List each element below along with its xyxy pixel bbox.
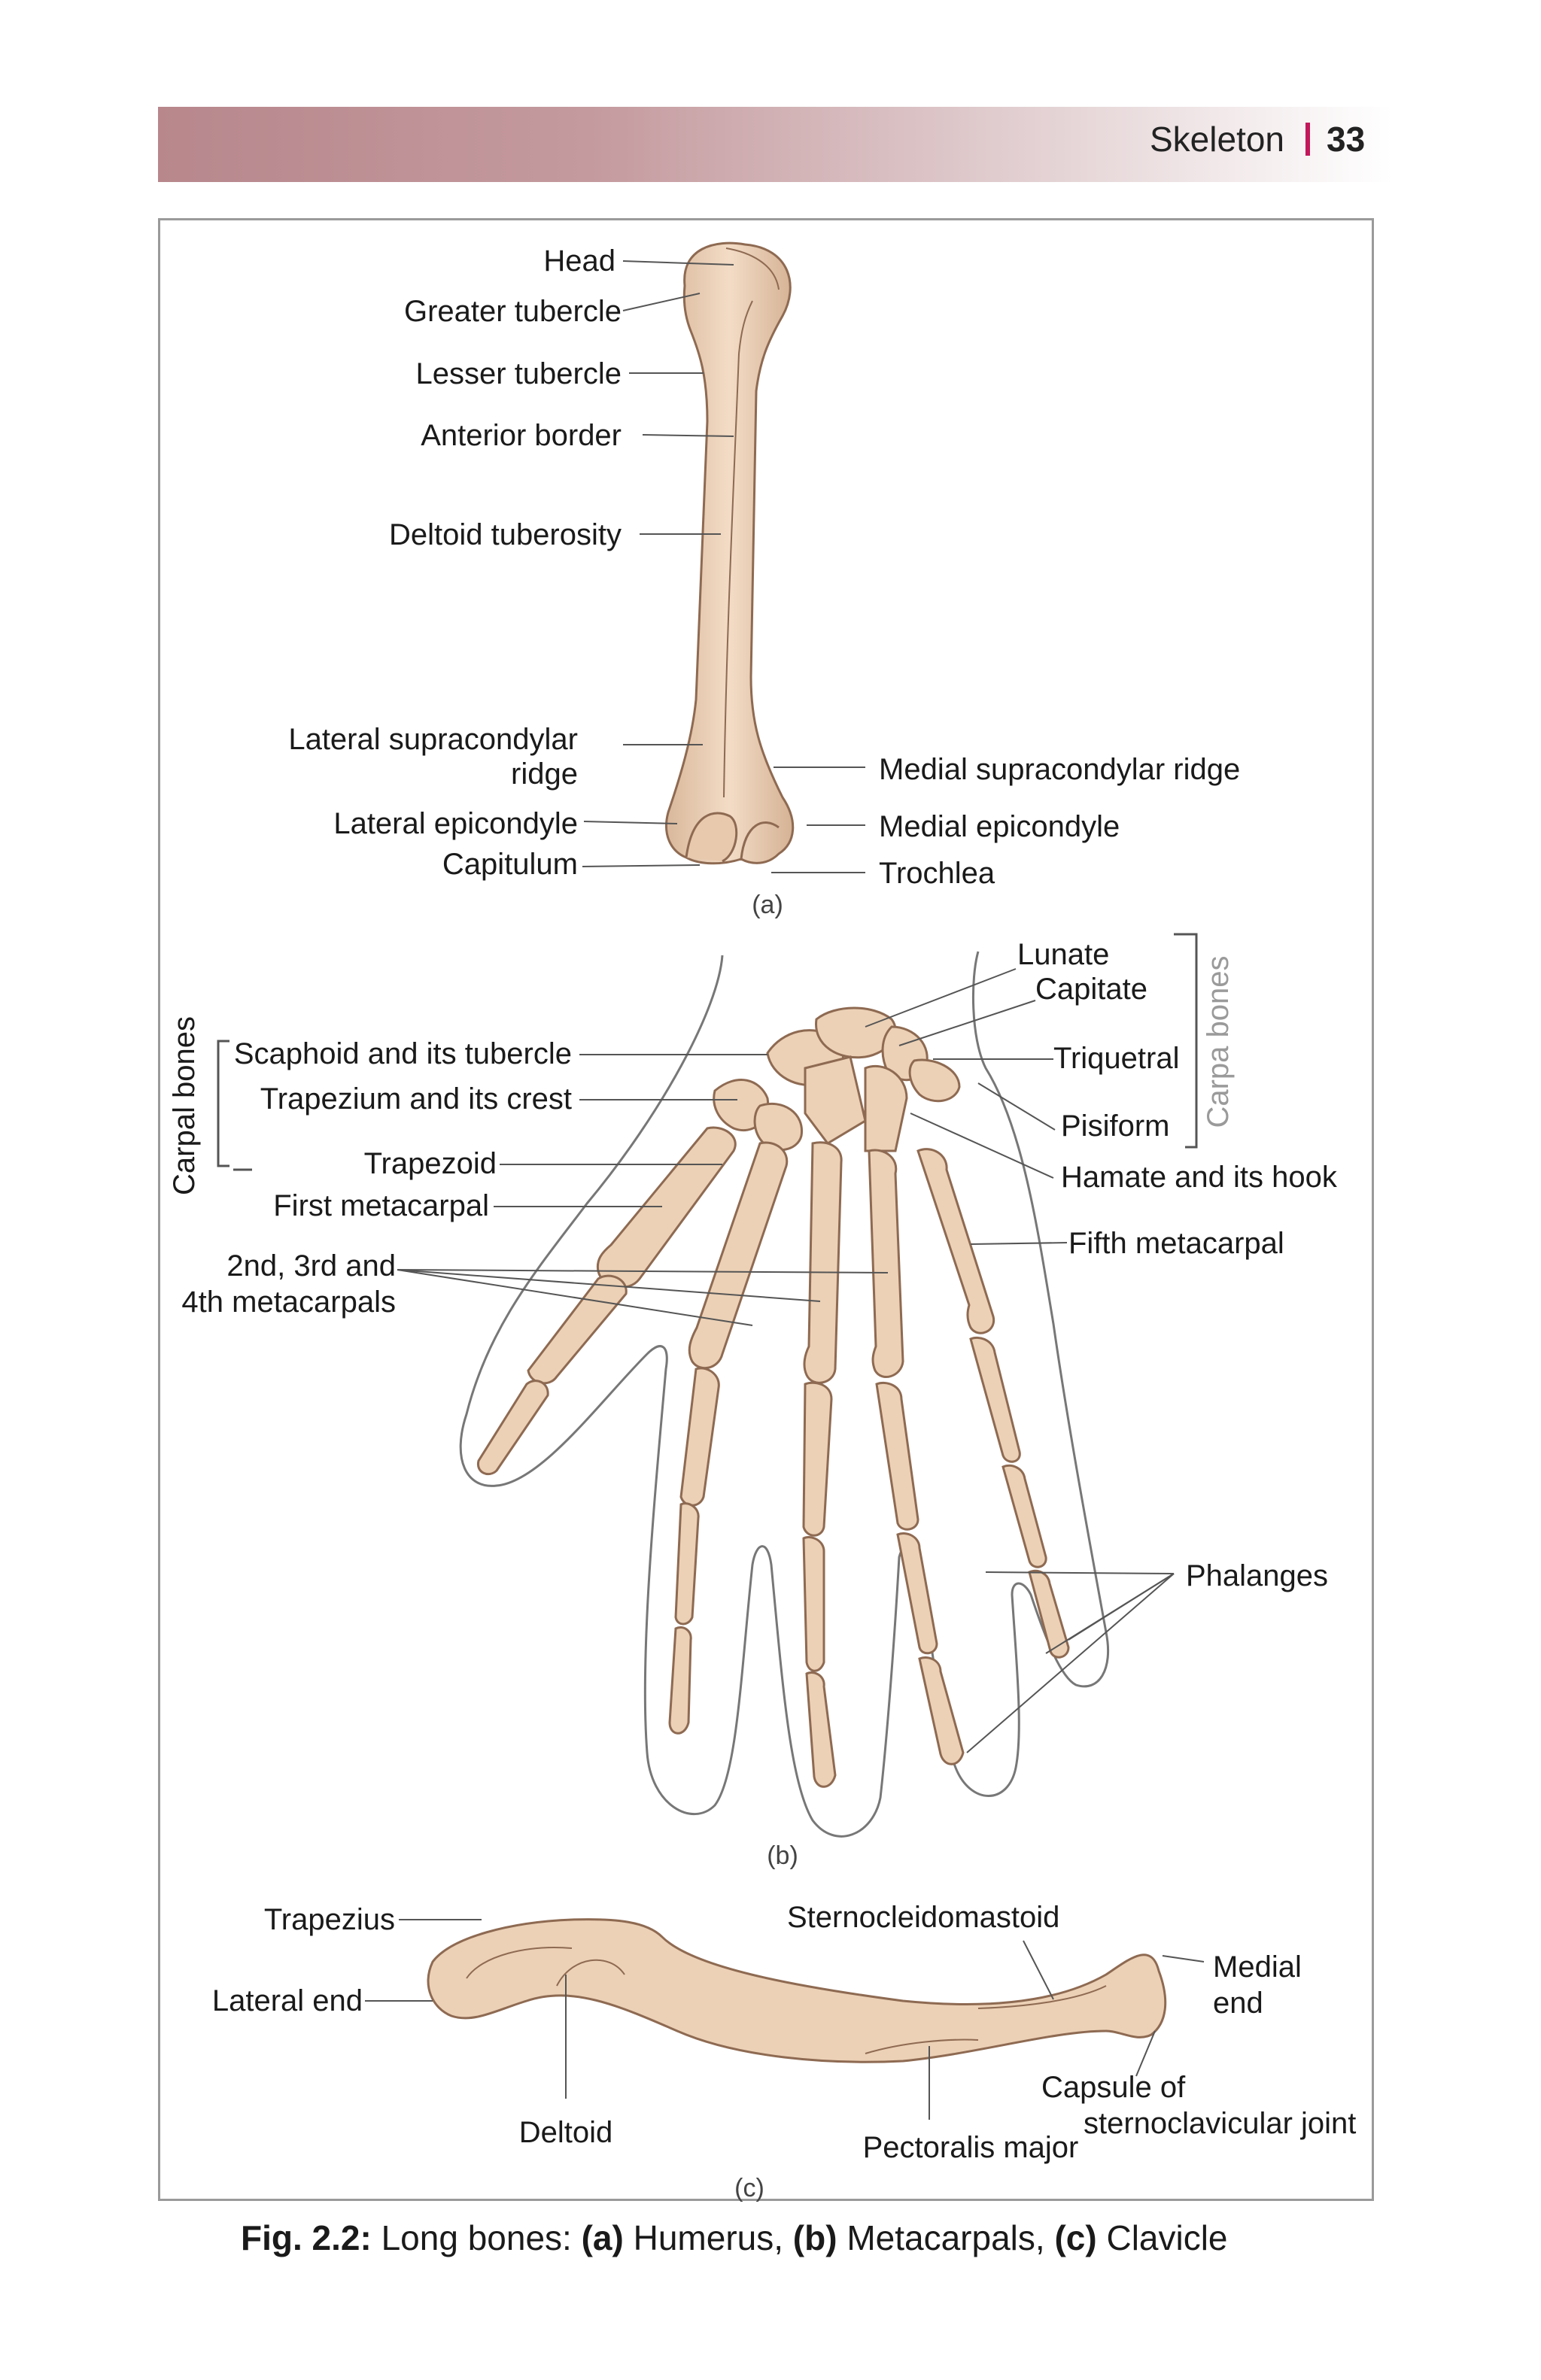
label-hamate: Hamate and its hook: [1061, 1161, 1338, 1194]
label-medial-supracondylar-ridge: Medial supracondylar ridge: [879, 753, 1240, 786]
label-trapezium: Trapezium and its crest: [260, 1082, 572, 1116]
caption-a: (a): [581, 2218, 624, 2257]
label-carpal-bones-left: Carpal bones: [168, 1016, 201, 1195]
running-head: Skeleton 33: [1150, 119, 1365, 159]
label-fifth-metacarpal: Fifth metacarpal: [1068, 1227, 1284, 1260]
section-title: Skeleton: [1150, 120, 1285, 159]
figure-caption: Fig. 2.2: Long bones: (a) Humerus, (b) M…: [241, 2218, 1228, 2258]
label-lateral-supracondylar-line2: ridge: [511, 757, 578, 791]
label-capsule-line1: Capsule of: [1041, 2071, 1186, 2104]
label-trapezius: Trapezius: [264, 1903, 395, 1936]
label-capitulum: Capitulum: [442, 848, 578, 881]
label-capsule-line2: sternoclavicular joint: [1084, 2107, 1356, 2140]
label-lunate: Lunate: [1017, 938, 1109, 971]
label-lateral-epicondyle: Lateral epicondyle: [333, 807, 578, 840]
figure-frame: [158, 218, 1374, 2201]
caption-text-3: Metacarpals,: [837, 2218, 1055, 2257]
caption-text-4: Clavicle: [1096, 2218, 1228, 2257]
label-scaphoid: Scaphoid and its tubercle: [234, 1037, 572, 1070]
label-triquetral: Triquetral: [1053, 1042, 1179, 1075]
header-separator: [1305, 123, 1311, 156]
humerus-leaders: [582, 260, 865, 873]
hand-skin-outline: [459, 951, 1110, 1838]
hand-leaders: [397, 968, 1175, 1753]
subpanel-a: (a): [752, 891, 783, 919]
label-carpal-bones-right: Carpa bones: [1202, 955, 1235, 1128]
hand-bones: [476, 1006, 1070, 1788]
label-pectoralis-major: Pectoralis major: [863, 2131, 1079, 2164]
humerus-bone: [665, 241, 795, 865]
caption-c: (c): [1054, 2218, 1097, 2257]
label-metacarpals-line1: 2nd, 3rd and: [226, 1249, 396, 1283]
label-metacarpals-line2: 4th metacarpals: [181, 1286, 396, 1319]
label-deltoid: Deltoid: [519, 2116, 613, 2149]
label-anterior-border: Anterior border: [421, 419, 622, 452]
label-sternocleidomastoid: Sternocleidomastoid: [787, 1901, 1059, 1934]
carpal-bracket-left: [217, 1040, 252, 1171]
clavicle-bone: [427, 1918, 1167, 2063]
label-lateral-supracondylar-line1: Lateral supracondylar: [288, 723, 578, 756]
label-phalanges: Phalanges: [1186, 1559, 1328, 1592]
caption-b: (b): [792, 2218, 837, 2257]
subpanel-b: (b): [767, 1841, 798, 1870]
caption-text-1: Long bones:: [371, 2218, 582, 2257]
label-greater-tubercle: Greater tubercle: [404, 295, 622, 328]
label-trapezoid: Trapezoid: [364, 1147, 497, 1180]
label-medial-end-line2: end: [1213, 1987, 1263, 2020]
label-trochlea: Trochlea: [879, 857, 995, 890]
page-number: 33: [1327, 120, 1366, 159]
header-band: [158, 107, 1392, 182]
label-first-metacarpal: First metacarpal: [273, 1189, 489, 1222]
label-capitate: Capitate: [1035, 973, 1147, 1006]
subpanel-c: (c): [734, 2174, 764, 2202]
label-lesser-tubercle: Lesser tubercle: [416, 357, 622, 390]
label-deltoid-tuberosity: Deltoid tuberosity: [389, 518, 622, 551]
label-medial-end-line1: Medial: [1213, 1950, 1302, 1984]
carpal-bracket-right: [1174, 933, 1198, 1149]
label-pisiform: Pisiform: [1061, 1110, 1169, 1143]
clavicle-leaders: [365, 1919, 1205, 2120]
label-medial-epicondyle: Medial epicondyle: [879, 810, 1120, 843]
label-head: Head: [543, 244, 615, 278]
caption-fig-number: Fig. 2.2:: [241, 2218, 372, 2257]
label-lateral-end: Lateral end: [212, 1984, 363, 2017]
caption-text-2: Humerus,: [623, 2218, 793, 2257]
